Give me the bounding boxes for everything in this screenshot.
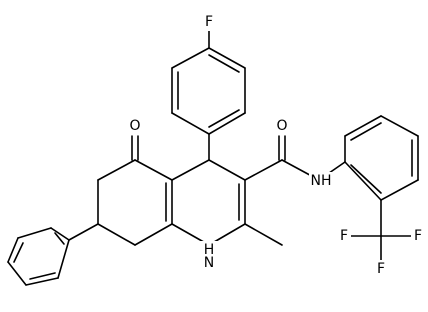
bond [350,122,382,141]
bond [17,227,52,239]
bond [344,161,382,201]
bond [50,227,70,241]
bond [13,242,24,263]
cf3-fluorine-right-label: F [414,228,422,244]
bond [29,272,56,280]
bond [57,239,70,279]
bond [350,164,382,194]
bond [7,237,19,263]
bond [97,159,136,181]
bond [344,115,382,137]
bond [208,159,246,181]
bond [171,112,210,135]
bond [68,223,99,241]
bond [134,223,173,246]
bond [244,223,283,246]
bond [208,54,240,73]
bond [134,159,173,181]
cf3-fluorine-left-label: F [340,228,348,244]
ring-nitrogen-label: N [204,255,214,271]
amide-oxygen-label: O [276,118,287,134]
amide-nh-label: NH [311,173,332,189]
bond [244,159,283,181]
bond [380,179,419,201]
bond [208,47,246,69]
bond [171,47,210,69]
cf3-fluorine-bottom-label: F [377,261,385,277]
bond [97,223,136,246]
bond [25,277,59,286]
ketone-oxygen-label: O [129,118,140,134]
bonds [7,23,419,286]
bond [380,115,419,137]
bond [7,261,27,286]
bond [208,112,246,135]
bond [171,159,210,181]
bond [208,109,240,128]
bond [54,232,65,245]
fluorine-label: F [205,14,213,30]
ring-nh-hydrogen-label: H [204,242,215,258]
atom-labels: F O O NH H N F F F [127,13,425,278]
